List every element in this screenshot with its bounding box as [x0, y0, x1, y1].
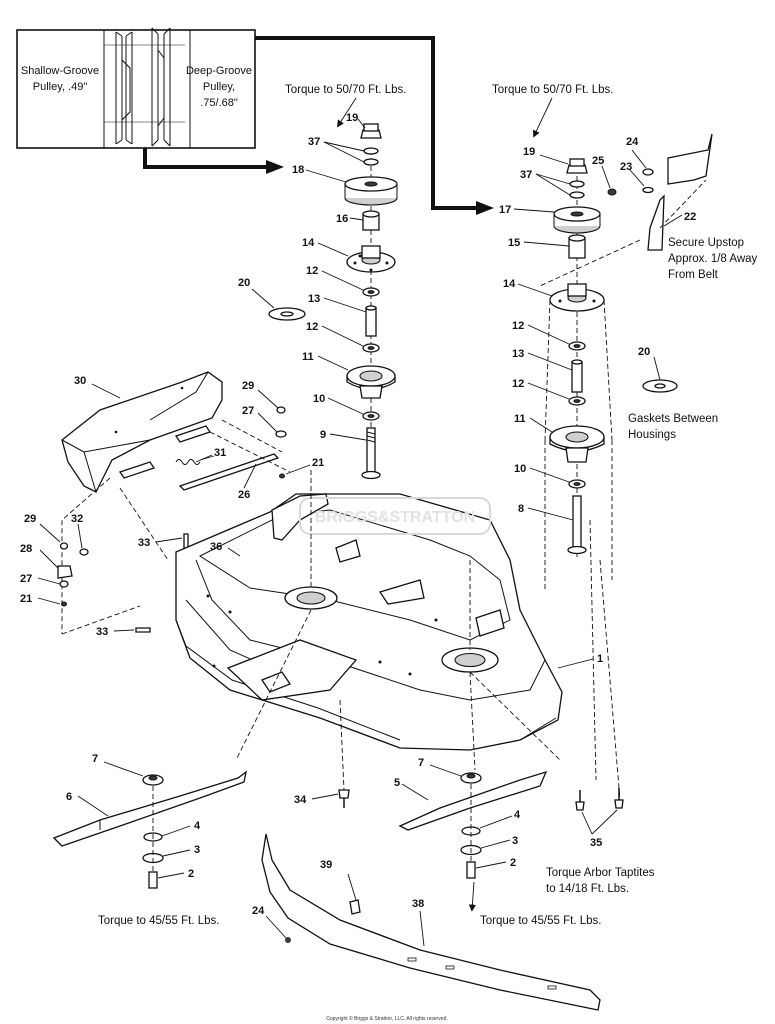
callout-24: 24: [626, 136, 639, 148]
inset-arrows: [143, 36, 494, 215]
callout-25: 25: [592, 155, 604, 167]
callout-34: 34: [294, 794, 307, 806]
callout-18: 18: [292, 164, 304, 176]
callout-20: 20: [638, 346, 650, 358]
callout-10: 10: [514, 463, 526, 475]
callout-39: 39: [320, 859, 332, 871]
callout-17: 17: [499, 204, 511, 216]
callout-7: 7: [418, 757, 424, 769]
callout-12: 12: [306, 321, 318, 333]
callout-30: 30: [74, 375, 86, 387]
callout-13: 13: [512, 348, 524, 360]
callout-20: 20: [238, 277, 250, 289]
callout-numbers: 19 37 18 16 14 12 13 12 11 10 9 20 19 37…: [20, 112, 696, 917]
callout-33: 33: [96, 626, 108, 638]
upstop-note-line-1: Secure Upstop: [668, 237, 744, 249]
callout-23: 23: [620, 161, 632, 173]
callout-12: 12: [512, 320, 524, 332]
callout-37: 37: [308, 136, 320, 148]
torque-note-left-pulley: Torque to 50/70 Ft. Lbs.: [285, 84, 406, 96]
right-blade-assembly: [398, 770, 548, 879]
callout-4: 4: [514, 809, 521, 821]
callout-14: 14: [503, 278, 516, 290]
callout-15: 15: [508, 237, 520, 249]
callout-10: 10: [313, 393, 325, 405]
callout-31: 31: [214, 447, 226, 459]
mower-deck: BRIGGS&STRATTON: [175, 470, 621, 801]
callout-29: 29: [24, 513, 36, 525]
callout-12: 12: [306, 265, 318, 277]
callout-1: 1: [597, 653, 603, 665]
callout-27: 27: [242, 405, 254, 417]
callout-27: 27: [20, 573, 32, 585]
callout-36: 36: [210, 541, 222, 553]
callout-37: 37: [520, 169, 532, 181]
left-spindle-stack: [344, 123, 398, 480]
inset-shallow-label-1: Shallow-Groove: [21, 65, 99, 77]
callout-3: 3: [512, 835, 518, 847]
notes: Torque to 50/70 Ft. Lbs. Torque to 50/70…: [98, 84, 758, 1022]
upstop-note-line-2: Approx. 1/8 Away: [668, 253, 758, 265]
callout-29: 29: [242, 380, 254, 392]
callout-19: 19: [346, 112, 358, 124]
taptite-note-line-2: to 14/18 Ft. Lbs.: [546, 883, 629, 895]
callout-2: 2: [188, 868, 194, 880]
taptite-note-line-1: Torque Arbor Taptites: [546, 867, 655, 879]
callout-9: 9: [320, 429, 326, 441]
callout-13: 13: [308, 293, 320, 305]
blade-torque-note-left: Torque to 45/55 Ft. Lbs.: [98, 915, 219, 927]
callout-2: 2: [510, 857, 516, 869]
callout-33: 33: [138, 537, 150, 549]
callout-22: 22: [684, 211, 696, 223]
callout-28: 28: [20, 543, 32, 555]
callout-21: 21: [20, 593, 32, 605]
gaskets-note-line-2: Housings: [628, 429, 676, 441]
callout-26: 26: [238, 489, 250, 501]
left-blade-assembly: [52, 770, 247, 889]
callout-21: 21: [312, 457, 324, 469]
callout-7: 7: [92, 753, 98, 765]
callout-8: 8: [518, 503, 524, 515]
callout-11: 11: [302, 351, 314, 363]
pulley-inset: Shallow-Groove Pulley, .49" Deep-Groove …: [16, 27, 256, 149]
torque-note-right-pulley: Torque to 50/70 Ft. Lbs.: [492, 84, 613, 96]
copyright-notice: Copyright © Briggs & Stratton, LLC. All …: [326, 1015, 448, 1022]
right-spindle-stack: [544, 158, 613, 590]
leader-lines: [37, 97, 683, 947]
callout-16: 16: [336, 213, 348, 225]
callout-24: 24: [252, 905, 265, 917]
upstop-note-line-3: From Belt: [668, 269, 719, 281]
callout-11: 11: [514, 413, 526, 425]
belt-cover: [61, 371, 291, 635]
callout-5: 5: [394, 777, 400, 789]
inset-deep-label-1: Deep-Groove: [186, 65, 252, 77]
taptite-screws: [338, 788, 624, 811]
inset-deep-label-3: .75/.68": [200, 97, 238, 109]
callout-19: 19: [523, 146, 535, 158]
inset-shallow-label-2: Pulley, .49": [33, 81, 88, 93]
gaskets-note-line-1: Gaskets Between: [628, 413, 718, 425]
callout-35: 35: [590, 837, 602, 849]
callout-38: 38: [412, 898, 424, 910]
inset-deep-label-2: Pulley,: [203, 81, 235, 93]
callout-14: 14: [302, 237, 315, 249]
callout-12: 12: [512, 378, 524, 390]
callout-6: 6: [66, 791, 72, 803]
watermark: BRIGGS&STRATTON: [315, 509, 475, 526]
blade-torque-note-right: Torque to 45/55 Ft. Lbs.: [480, 915, 601, 927]
callout-4: 4: [194, 820, 201, 832]
callout-3: 3: [194, 844, 200, 856]
upstop-assembly: [539, 133, 713, 287]
rear-baffle: [261, 833, 601, 1011]
callout-32: 32: [71, 513, 83, 525]
